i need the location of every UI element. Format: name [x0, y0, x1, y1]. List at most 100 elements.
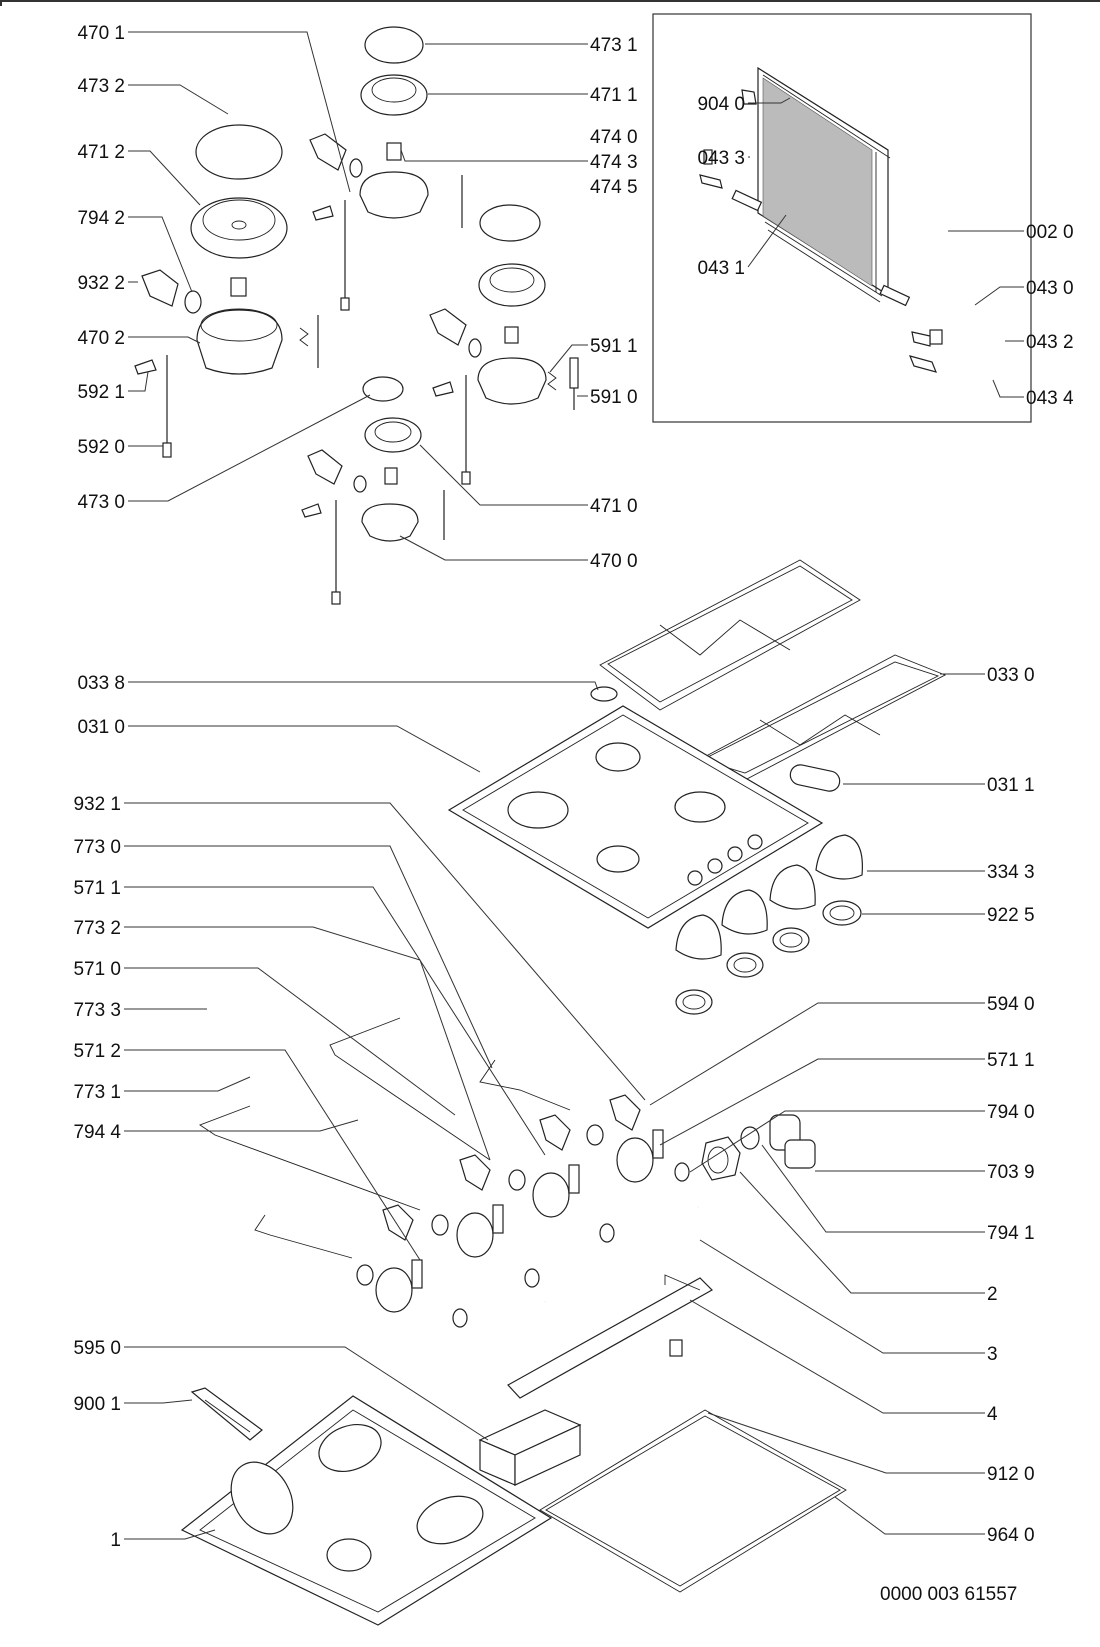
burner-crown-large	[190, 197, 288, 259]
gas-valves	[356, 1094, 690, 1328]
leader-line-injector	[400, 149, 588, 162]
callout-label-burner-base-large: 470 2	[77, 328, 125, 349]
callout-label-lid-buffer: 904 0	[697, 94, 745, 115]
hinge-right	[911, 329, 943, 347]
control-knob	[815, 834, 863, 880]
leader-line-burner-cap-small	[128, 394, 371, 502]
callout-label-burner-crown-small: 471 0	[590, 496, 638, 517]
leader-lines	[124, 31, 1024, 1540]
leader-line-burner-cap-large	[128, 84, 229, 115]
callout-label-burner-cap-small: 473 0	[77, 492, 125, 513]
leader-line-ignition-unit	[124, 1346, 489, 1441]
callout-label-gas-valve: 571 0	[73, 959, 121, 980]
callout-label-gas-valve: 571 1	[73, 878, 121, 899]
callout-label-ignition-unit: 595 0	[73, 1338, 121, 1359]
leader-line-cable-clamp	[124, 1399, 193, 1404]
leader-line-seal-ring	[124, 1119, 359, 1132]
callout-label-knob-bezel: 922 5	[987, 905, 1035, 926]
leader-line-gas-valve	[124, 967, 456, 1116]
leader-line-seal-gasket	[834, 1496, 985, 1535]
leader-line-hinge-spring-left	[747, 214, 787, 268]
gas-pipe	[329, 1017, 491, 1161]
callout-label-control-knob: 334 3	[987, 862, 1035, 883]
gas-pipe	[479, 1059, 571, 1111]
callout-label-valve-clip: 932 1	[73, 794, 121, 815]
seal-ring	[184, 290, 202, 314]
callout-label-screw: 912 0	[987, 1464, 1035, 1485]
callout-label-thermocouple-clip: 592 1	[77, 382, 125, 403]
seal-ring	[356, 1264, 374, 1286]
leader-line-gas-pipe	[124, 926, 491, 1161]
hinge-spring-right	[879, 284, 911, 307]
spark-electrode-spring	[547, 371, 557, 391]
burner-cap-large	[195, 124, 283, 180]
leader-line-burner-crown-small	[419, 444, 588, 506]
callout-label-seal-ring: 794 0	[987, 1102, 1035, 1123]
hinge-spring-left	[731, 189, 763, 212]
leader-line-gas-valve	[124, 886, 546, 1156]
callout-label-hob-top-plate: 031 0	[77, 717, 125, 738]
callout-label-spark-electrode: 591 0	[590, 387, 638, 408]
gas-manifold-tube	[542, 1202, 701, 1307]
seal-gasket	[539, 1409, 847, 1593]
leader-line-burner-base-rear-right	[128, 31, 351, 193]
gas-valve	[616, 1137, 654, 1183]
callout-label-injector: 474 5	[590, 177, 638, 198]
gas-pipe	[254, 1214, 353, 1259]
gas-pipes	[199, 1017, 571, 1259]
callout-label-hinge-spring-left: 043 1	[697, 258, 745, 279]
callout-label-seal-ring: 794 2	[77, 208, 125, 229]
leader-line-gas-valve	[659, 1058, 985, 1146]
burner-cap	[479, 204, 541, 242]
gas-valve	[456, 1212, 494, 1258]
callout-label-hinge-left: 043 3	[697, 148, 745, 169]
thermocouple-clip	[312, 205, 334, 221]
seal-washer	[740, 1126, 760, 1150]
callout-label-seal-washer: 794 1	[987, 1223, 1035, 1244]
seal-ring	[353, 475, 367, 493]
hob-top-plate	[447, 705, 824, 929]
seal-ring	[468, 338, 482, 358]
callout-label-elbow-connector: 703 9	[987, 1162, 1035, 1183]
callout-label-grate-foot: 033 8	[77, 673, 125, 694]
burner-cluster	[134, 26, 579, 605]
clip	[307, 449, 343, 485]
callout-label-seal-gasket: 964 0	[987, 1525, 1035, 1546]
leader-line-valve-clip	[649, 1002, 985, 1106]
gas-valve	[532, 1172, 570, 1218]
injector	[386, 142, 402, 161]
callout-label-burner-base-small: 470 0	[590, 551, 638, 572]
gas-pipe	[199, 1105, 421, 1211]
clip	[429, 308, 467, 346]
manifold-bracket	[507, 1274, 713, 1399]
grate-foot	[590, 686, 618, 702]
lid-buffer	[741, 89, 757, 105]
injector	[504, 326, 519, 344]
callout-label-hinge-spring-right: 043 0	[1026, 278, 1074, 299]
callout-label-pan-support-grates: 033 0	[987, 665, 1035, 686]
base-tray	[180, 1395, 553, 1626]
hinge-plate	[908, 355, 938, 373]
knob-bezel	[822, 900, 862, 926]
callout-label-burner-crown: 471 1	[590, 85, 638, 106]
leader-line-gas-manifold-tube	[699, 1239, 985, 1354]
injector	[384, 467, 398, 485]
burner-crown	[360, 74, 428, 116]
burner-base	[477, 357, 547, 405]
callout-label-cable-clamp: 900 1	[73, 1394, 121, 1415]
document-number: 0000 003 61557	[880, 1584, 1018, 1605]
leader-line-manifold-bracket	[689, 1299, 985, 1414]
burner-cap-small	[362, 376, 404, 402]
burner-base-rear-right	[359, 171, 429, 219]
thermocouple-clip	[301, 503, 322, 518]
valve-clip	[609, 1094, 641, 1131]
glass-lid	[757, 66, 891, 303]
burner-crown	[478, 263, 546, 307]
burner-cap	[364, 26, 424, 64]
callout-label-seal-ring: 794 4	[73, 1122, 121, 1143]
leader-line-hob-top-plate	[128, 725, 481, 773]
leader-line-spark-electrode-spring	[549, 344, 588, 373]
seal-ring	[349, 158, 363, 178]
ignition-unit	[478, 1409, 582, 1486]
burner-base-small	[361, 503, 419, 542]
